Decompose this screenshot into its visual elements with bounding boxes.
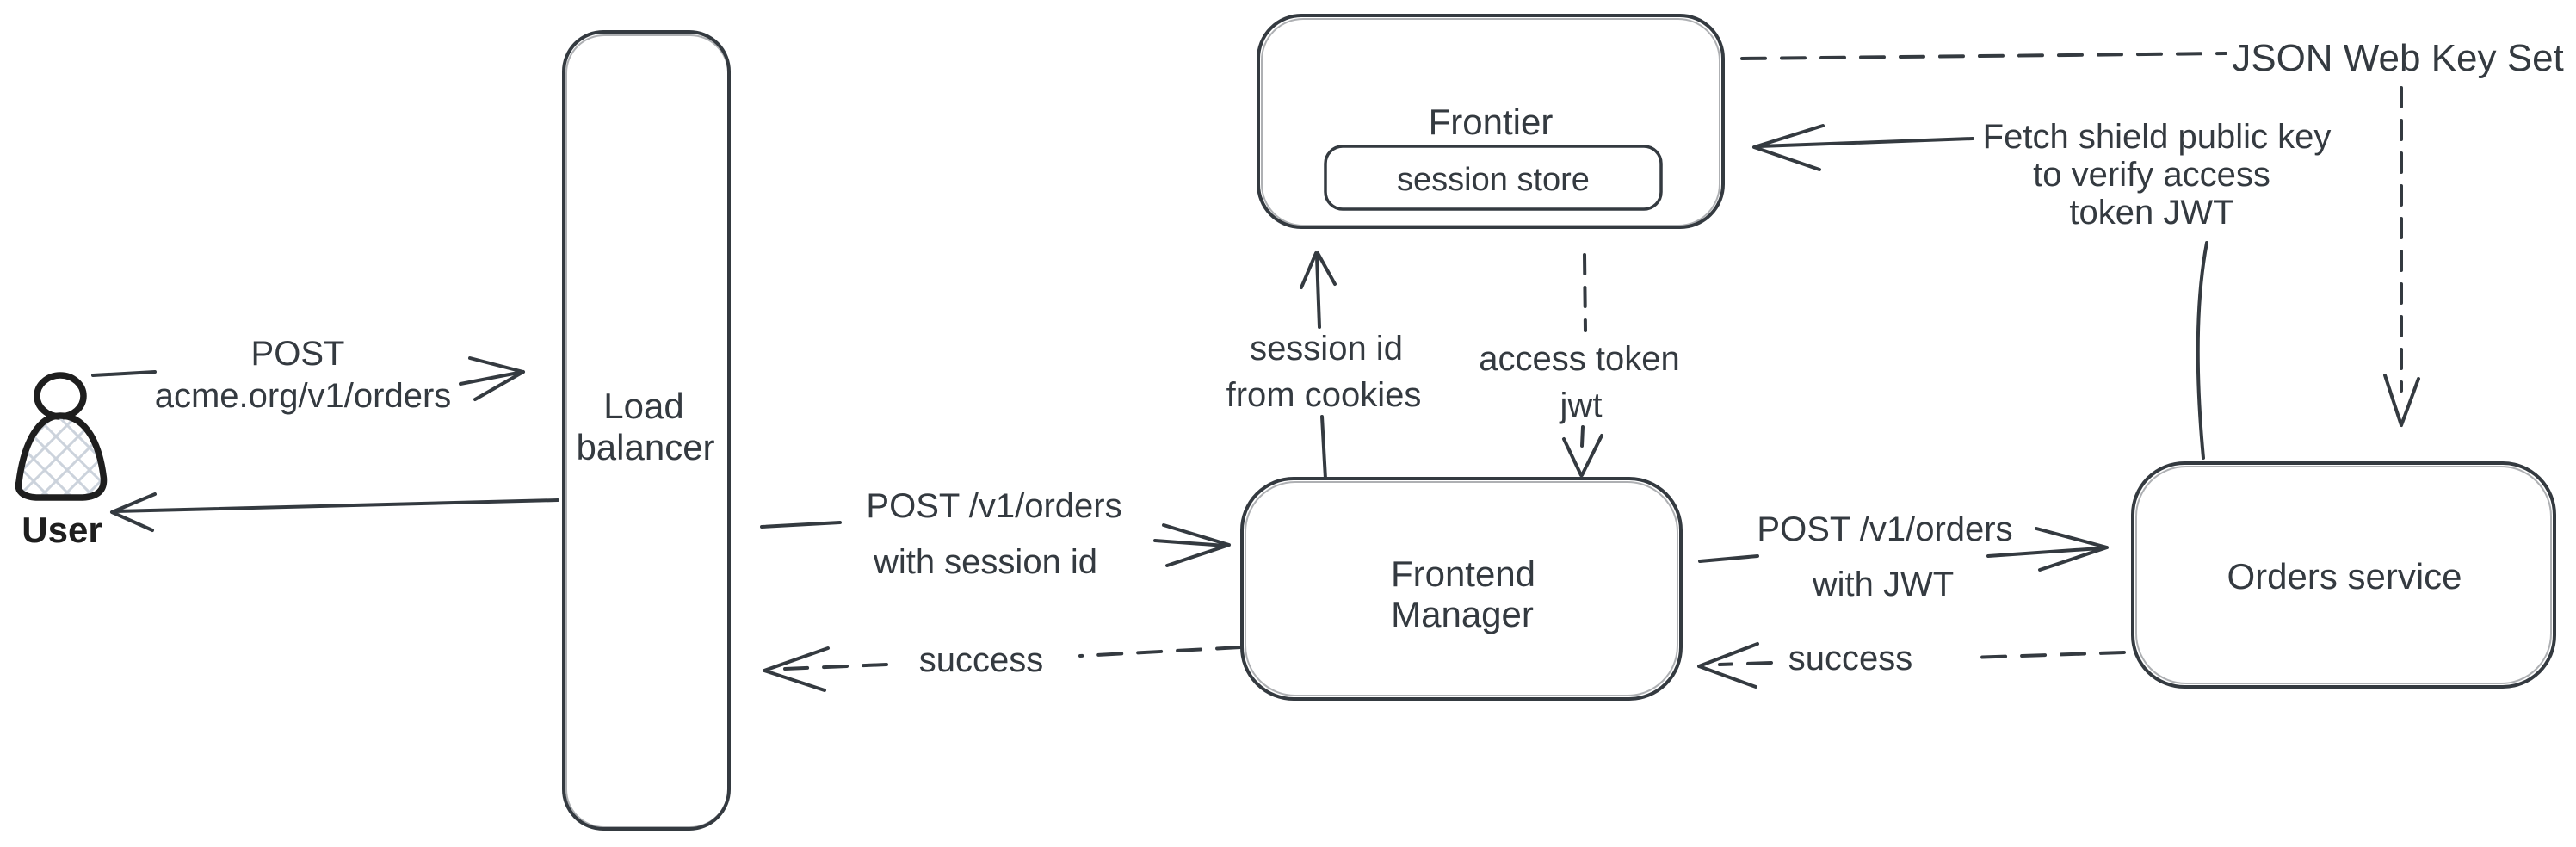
load-balancer-node: Load balancer <box>562 30 731 831</box>
load-balancer-label-line2: balancer <box>576 427 714 467</box>
label-fetch-key-line2: to verify access <box>2033 156 2270 194</box>
arrow-lb-to-user-head <box>110 492 157 532</box>
frontier-node: Frontier session store <box>1257 14 1725 229</box>
frontier-label: Frontier <box>1429 102 1554 142</box>
arrow-fm-to-orders-shaft <box>1986 547 2102 558</box>
label-fetch-key-line3: token JWT <box>2069 194 2233 232</box>
label-post-acme-line1: POST <box>251 335 345 373</box>
arrow-frontier-to-fm-head <box>1562 434 1603 477</box>
label-post-orders-session-line2: with session id <box>873 543 1097 581</box>
orders-service-label: Orders service <box>2227 556 2462 597</box>
label-session-id-line1: session id <box>1250 330 1403 368</box>
label-success-right: success <box>1788 640 1913 677</box>
arrow-lb-to-user-shaft <box>114 498 559 513</box>
arrow-orders-to-frontier-head <box>1752 124 1825 171</box>
label-fetch-key-line1: Fetch shield public key <box>1983 118 2332 156</box>
arrow-jwks-to-orders <box>2383 86 2420 427</box>
arrow-fm-to-frontier-shaft-bottom <box>1320 415 1327 480</box>
arrow-jwks-to-orders-head <box>2383 374 2420 427</box>
label-post-orders-jwt-line1: POST /v1/orders <box>1757 510 2012 548</box>
frontend-manager-box <box>1240 477 1683 701</box>
user-figure <box>15 372 108 501</box>
arrow-fm-to-orders-head <box>2035 527 2109 572</box>
load-balancer-box-echo <box>565 34 729 828</box>
arrow-fm-to-frontier <box>1300 251 1337 480</box>
user-head <box>34 372 87 420</box>
label-post-orders-session-line1: POST /v1/orders <box>866 487 1121 525</box>
arrow-user-to-lb-stub <box>91 370 157 377</box>
arrow-load-balancer-to-user <box>110 492 559 532</box>
arrow-fm-to-lb-head <box>763 646 830 692</box>
arrow-fm-to-orders-stub <box>1698 554 1759 563</box>
label-access-token-line1: access token <box>1479 340 1679 378</box>
orders-service-box <box>2131 461 2556 689</box>
label-success-left: success <box>919 641 1044 679</box>
arrow-fm-to-lb-dash-right <box>1078 646 1242 658</box>
user-body <box>15 412 108 501</box>
arrow-frontier-to-fm-dash-bottom <box>1580 425 1585 448</box>
arrow-lb-to-fm-stub <box>760 521 842 529</box>
arrow-fm-to-lb-success <box>763 646 1242 692</box>
dashed-frontier-to-jwks <box>1740 52 2227 60</box>
arrow-fm-to-lb-dash-left <box>783 663 888 671</box>
arrow-fm-to-orders <box>1698 527 2109 572</box>
arrow-orders-to-frontier-curve <box>2196 241 2208 460</box>
frontend-manager-node: Frontend Manager <box>1240 477 1683 701</box>
arrow-orders-to-frontier <box>1752 124 2208 460</box>
orders-service-box-echo <box>2135 466 2552 684</box>
arrow-lb-to-frontend-manager <box>760 521 1231 567</box>
frontier-box-echo <box>1261 18 1720 226</box>
arrow-lb-to-fm-shaft <box>1153 539 1227 547</box>
label-access-token-line2: jwt <box>1560 386 1603 424</box>
arrow-orders-to-fm-dash-right <box>1968 651 2126 659</box>
arrow-fm-to-frontier-shaft-top <box>1315 255 1321 329</box>
arrow-orders-to-fm-dash-left <box>1718 661 1773 666</box>
arrow-user-to-lb-shaft <box>459 371 520 386</box>
arrow-orders-to-fm-success <box>1697 642 2126 689</box>
arrow-user-to-load-balancer <box>91 356 525 401</box>
arrow-user-to-lb-head <box>468 356 525 401</box>
arrow-lb-to-fm-head <box>1162 523 1231 567</box>
arrow-frontier-to-fm <box>1562 253 1603 477</box>
frontend-manager-box-echo <box>1245 481 1678 696</box>
label-post-acme-line2: acme.org/v1/orders <box>155 377 452 415</box>
user-label: User <box>22 510 102 550</box>
load-balancer-label-line1: Load <box>603 386 683 426</box>
session-store-label: session store <box>1397 162 1590 198</box>
label-session-id-line2: from cookies <box>1226 376 1422 414</box>
label-post-orders-jwt-line2: with JWT <box>1812 566 1954 603</box>
frontend-manager-label-line1: Frontend <box>1391 553 1535 594</box>
label-jwks: JSON Web Key Set <box>2232 37 2564 79</box>
arrow-orders-to-frontier-shaft <box>1757 137 1974 148</box>
frontend-manager-label-line2: Manager <box>1391 594 1534 634</box>
load-balancer-box <box>562 30 731 831</box>
orders-service-node: Orders service <box>2131 461 2556 689</box>
arrow-orders-to-fm-head <box>1697 642 1759 689</box>
session-store-box <box>1324 145 1663 211</box>
arrow-fm-to-frontier-head <box>1300 251 1337 289</box>
